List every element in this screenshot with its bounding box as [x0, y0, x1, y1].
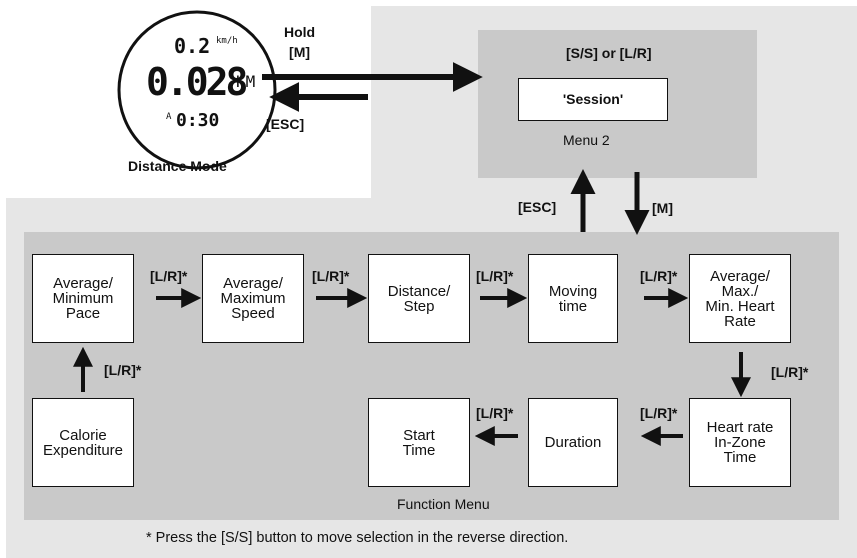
- esc-label-top: [ESC]: [266, 116, 305, 132]
- lr-label-7: [L/R]*: [476, 405, 514, 421]
- box-average-minimum-pace: Average/ Minimum Pace: [32, 254, 134, 343]
- box-start-time: Start Time: [368, 398, 470, 487]
- lr-label-4: [L/R]*: [640, 268, 678, 284]
- menu2-caption: Menu 2: [563, 132, 610, 148]
- box-heart-rate-in-zone: Heart rate In-Zone Time: [689, 398, 791, 487]
- hold-m-label: Hold [M]: [284, 24, 316, 60]
- footnote: * Press the [S/S] button to move selecti…: [146, 530, 569, 546]
- lcd-top-unit: km/h: [216, 36, 238, 46]
- lr-label-6: [L/R]*: [640, 405, 678, 421]
- m-label: [M]: [652, 200, 673, 216]
- box-distance-step: Distance/ Step: [368, 254, 470, 343]
- watch-lcd: 0.2 km/h 0.028 KM A 0:30: [140, 30, 260, 140]
- esc-label-mid: [ESC]: [518, 199, 557, 215]
- function-menu-caption: Function Menu: [397, 496, 490, 512]
- lr-label-5: [L/R]*: [771, 364, 809, 380]
- lr-label-2: [L/R]*: [312, 268, 350, 284]
- box-average-maximum-speed: Average/ Maximum Speed: [202, 254, 304, 343]
- menu2-header: [S/S] or [L/R]: [566, 45, 652, 61]
- lcd-bottom-prefix: A: [166, 112, 172, 122]
- box-moving-time: Moving time: [528, 254, 618, 343]
- box-duration: Duration: [528, 398, 618, 487]
- lcd-main-value: 0.028: [146, 60, 248, 104]
- session-label: 'Session': [562, 91, 624, 107]
- distance-mode-caption: Distance Mode: [128, 158, 227, 174]
- session-box: 'Session': [518, 78, 668, 121]
- lcd-bottom-value: 0:30: [176, 110, 220, 131]
- lr-label-8: [L/R]*: [104, 362, 142, 378]
- box-heart-rate-stats: Average/ Max./ Min. Heart Rate: [689, 254, 791, 343]
- lcd-main-unit: KM: [236, 72, 256, 91]
- box-calorie-expenditure: Calorie Expenditure: [32, 398, 134, 487]
- lcd-top-value: 0.2: [174, 34, 211, 58]
- lr-label-1: [L/R]*: [150, 268, 188, 284]
- lr-label-3: [L/R]*: [476, 268, 514, 284]
